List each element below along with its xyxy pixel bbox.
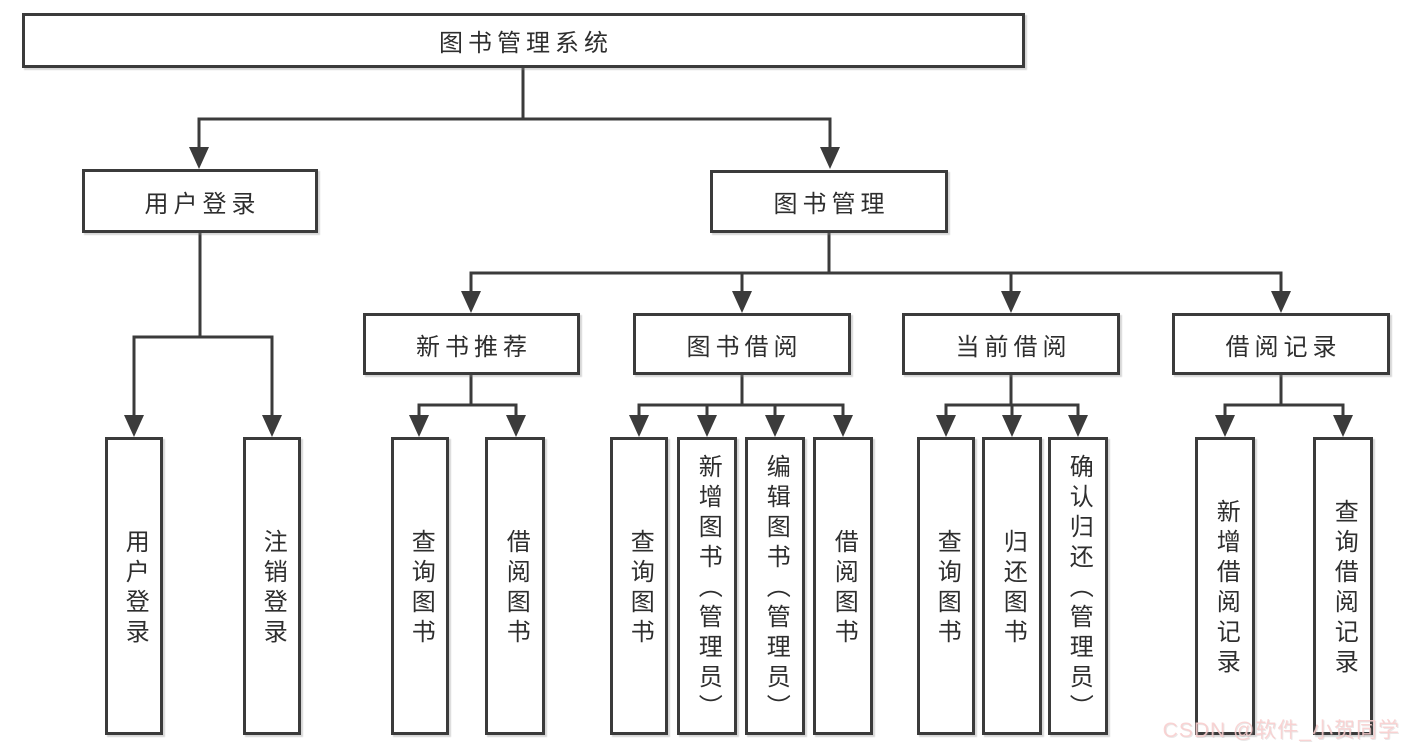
connector-current-children: [944, 375, 1080, 423]
node-current-borrowing: 当前借阅: [902, 313, 1120, 375]
leaf-newrec-borrow-books: 借阅图书: [485, 437, 545, 735]
node-user-login: 用户登录: [82, 169, 318, 233]
connector-newrec-children: [417, 375, 518, 423]
arrowheads: [124, 147, 1353, 437]
node-label: 借阅图书: [502, 529, 530, 649]
node-label: 图书管理系统: [439, 30, 613, 57]
node-label: 查询借阅记录: [1330, 499, 1358, 679]
node-label: 用户登录: [144, 190, 261, 218]
node-label: 查询图书: [626, 529, 654, 649]
node-label: 新增借阅记录: [1212, 499, 1240, 679]
node-root-library-system: 图书管理系统: [22, 13, 1025, 68]
node-label: 借阅记录: [1225, 333, 1342, 361]
node-book-borrowing: 图书借阅: [633, 313, 851, 375]
csdn-watermark: CSDN @软件_小贺同学: [1162, 719, 1400, 742]
node-label: 编辑图书（管理员）: [762, 454, 790, 724]
connector-root-to-level2: [197, 68, 832, 154]
leaf-user-login: 用户登录: [105, 437, 163, 735]
leaf-current-confirm-return-admin: 确认归还（管理员）: [1048, 437, 1108, 735]
node-label: 查询图书: [933, 529, 961, 649]
leaf-logout: 注销登录: [243, 437, 301, 735]
node-borrow-records: 借阅记录: [1172, 313, 1390, 375]
node-label: 注销登录: [259, 529, 287, 649]
node-new-book-recommend: 新书推荐: [363, 313, 580, 375]
node-label: 新增图书（管理员）: [694, 454, 722, 724]
node-label: 当前借阅: [955, 333, 1072, 361]
leaf-current-query-books: 查询图书: [917, 437, 975, 735]
connector-mgmt-to-level3: [469, 233, 1283, 298]
leaf-newrec-query-books: 查询图书: [391, 437, 449, 735]
node-label: 归还图书: [999, 529, 1027, 649]
leaf-borrow-borrow-books: 借阅图书: [813, 437, 873, 735]
connector-login-children: [132, 233, 274, 423]
node-label: 图书管理: [773, 191, 890, 218]
node-label: 查询图书: [407, 529, 435, 649]
leaf-borrow-add-books-admin: 新增图书（管理员）: [677, 437, 737, 735]
leaf-current-return-books: 归还图书: [982, 437, 1042, 735]
connector-borrow-children: [637, 375, 845, 423]
leaf-records-add-record: 新增借阅记录: [1195, 437, 1255, 735]
leaf-records-query-record: 查询借阅记录: [1313, 437, 1373, 735]
connector-records-children: [1223, 375, 1345, 423]
leaf-borrow-edit-books-admin: 编辑图书（管理员）: [745, 437, 805, 735]
node-label: 确认归还（管理员）: [1065, 454, 1093, 724]
node-label: 新书推荐: [416, 333, 532, 361]
node-label: 借阅图书: [830, 529, 858, 649]
node-label: 图书借阅: [686, 333, 803, 361]
leaf-borrow-query-books: 查询图书: [610, 437, 668, 735]
node-label: 用户登录: [121, 529, 149, 649]
node-book-management: 图书管理: [710, 170, 948, 233]
